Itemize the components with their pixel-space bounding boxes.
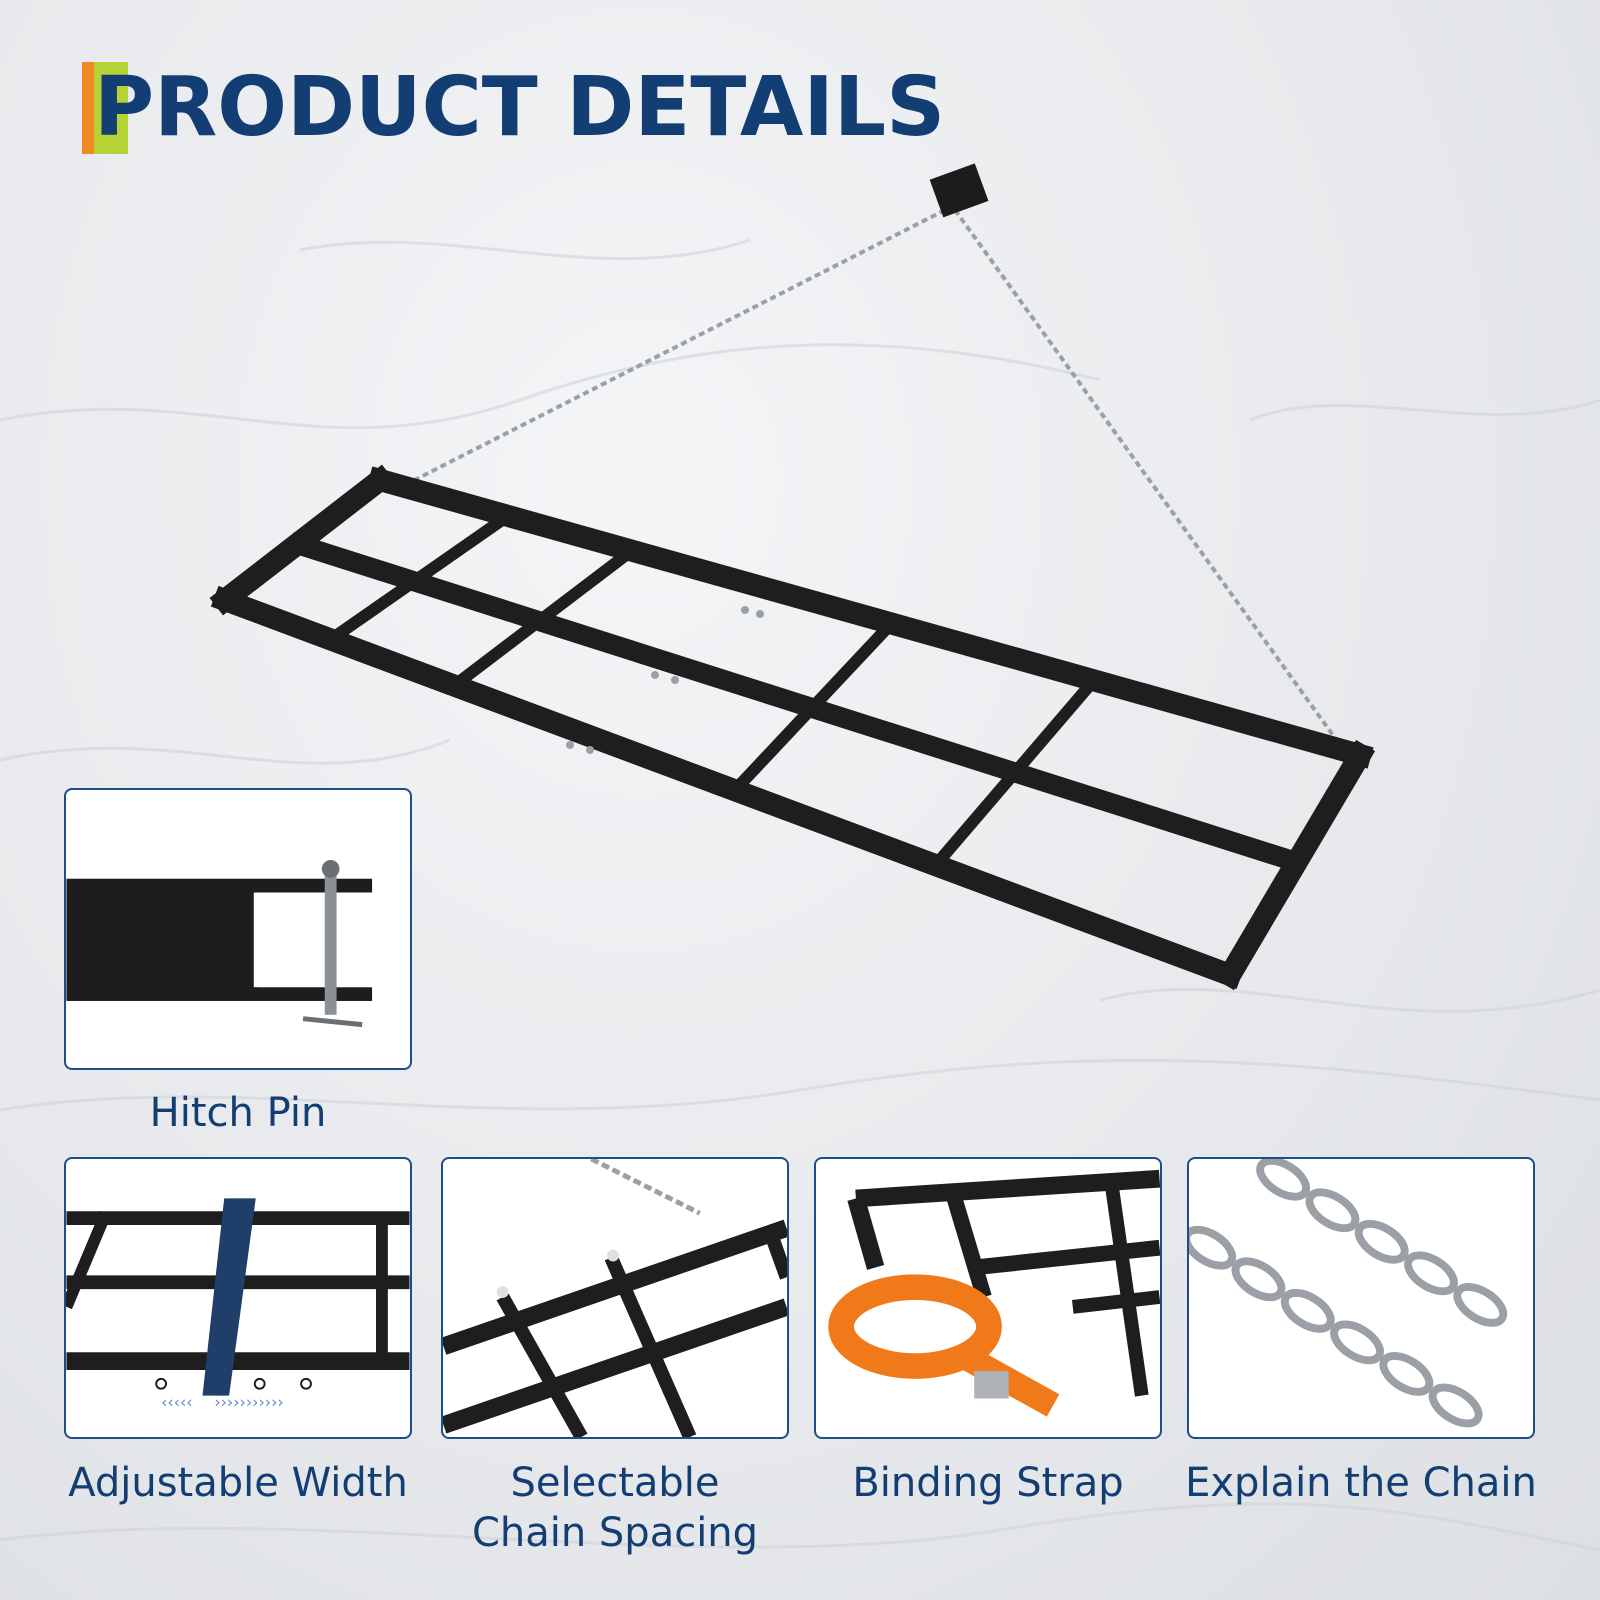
hitch-pin-caption: Hitch Pin: [149, 1090, 327, 1136]
binding-strap-caption: Binding Strap: [852, 1460, 1124, 1506]
svg-text:›››››››››››: ›››››››››››: [214, 1392, 283, 1411]
title-accent-bar: [82, 62, 128, 154]
drag-harrow-frame-icon: [209, 163, 1376, 991]
chain-caption: Explain the Chain: [1185, 1460, 1537, 1506]
svg-text:‹‹‹‹‹: ‹‹‹‹‹: [161, 1392, 193, 1411]
adjustable-width-caption: Adjustable Width: [68, 1460, 408, 1506]
binding-strap-icon: [828, 1169, 1160, 1417]
page-title: PRODUCT DETAILS: [82, 62, 945, 154]
chain-spacing-icon: [443, 1159, 787, 1437]
hitch-pin-card: [64, 788, 412, 1070]
chain-card: [1187, 1157, 1535, 1439]
page-title-text: PRODUCT DETAILS: [94, 60, 946, 155]
chain-icon: [1189, 1159, 1508, 1428]
adjustable-width-icon: ‹‹‹‹‹ ›››››››››››: [66, 1198, 410, 1411]
hitch-pin-icon: [66, 859, 373, 1028]
chain-spacing-card: [441, 1157, 789, 1439]
binding-strap-card: [814, 1157, 1162, 1439]
chain-spacing-caption: Selectable Chain Spacing: [471, 1460, 759, 1556]
adjustable-width-card: ‹‹‹‹‹ ›››››››››››: [64, 1157, 412, 1439]
